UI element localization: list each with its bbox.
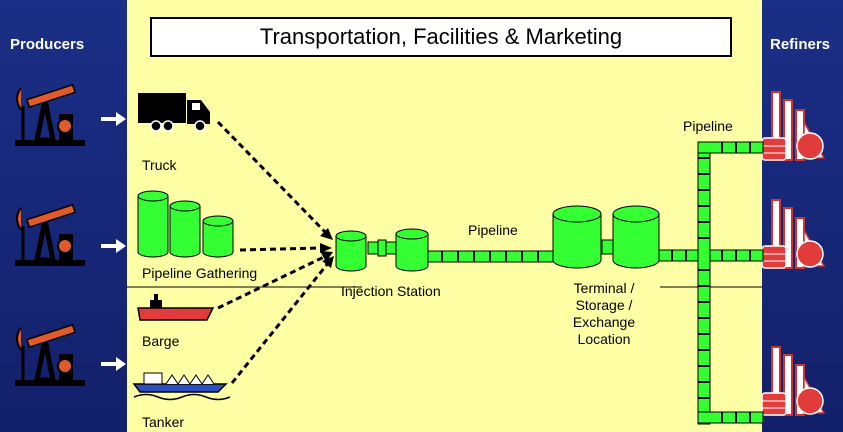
terminal-label-line-3: Exchange bbox=[572, 314, 636, 330]
terminal-label-line-2: Storage / bbox=[575, 297, 633, 313]
tanker-label: Tanker bbox=[142, 414, 185, 430]
injection-station-label: Injection Station bbox=[341, 283, 441, 299]
terminal-label-line-1: Terminal / bbox=[573, 280, 635, 296]
gathering-tanks-icon bbox=[137, 190, 234, 258]
pipeline-mid bbox=[427, 250, 554, 263]
pumpjack-icon-2 bbox=[15, 205, 85, 266]
flow-arrowheads bbox=[320, 228, 334, 268]
refinery-icon-2 bbox=[761, 199, 825, 269]
pumpjack-icon-1 bbox=[15, 85, 85, 146]
pipeline-mid-label: Pipeline bbox=[468, 222, 518, 238]
refinery-icon-1 bbox=[761, 91, 825, 161]
pipeline-right-label: Pipeline bbox=[683, 118, 733, 134]
tanker-icon bbox=[132, 372, 231, 401]
terminal-storage-icon bbox=[552, 205, 660, 269]
barge-icon bbox=[137, 294, 215, 321]
producer-arrows bbox=[101, 112, 126, 371]
refiners-label: Refiners bbox=[770, 36, 831, 53]
terminal-label-line-4: Location bbox=[577, 331, 631, 347]
pipeline-gathering-label: Pipeline Gathering bbox=[142, 265, 258, 281]
producers-label: Producers bbox=[10, 36, 85, 53]
truck-icon bbox=[138, 93, 210, 132]
barge-label: Barge bbox=[142, 333, 180, 349]
flow-arrows bbox=[216, 120, 331, 384]
truck-label: Truck bbox=[142, 157, 177, 173]
terminal-label: Terminal / Storage / Exchange Location bbox=[548, 280, 660, 348]
injection-station-icon bbox=[335, 228, 429, 272]
refinery-icon-3 bbox=[761, 346, 825, 416]
pipeline-network bbox=[658, 141, 764, 425]
diagram-title: Transportation, Facilities & Marketing bbox=[150, 17, 732, 57]
pumpjack-icon-3 bbox=[15, 325, 85, 386]
